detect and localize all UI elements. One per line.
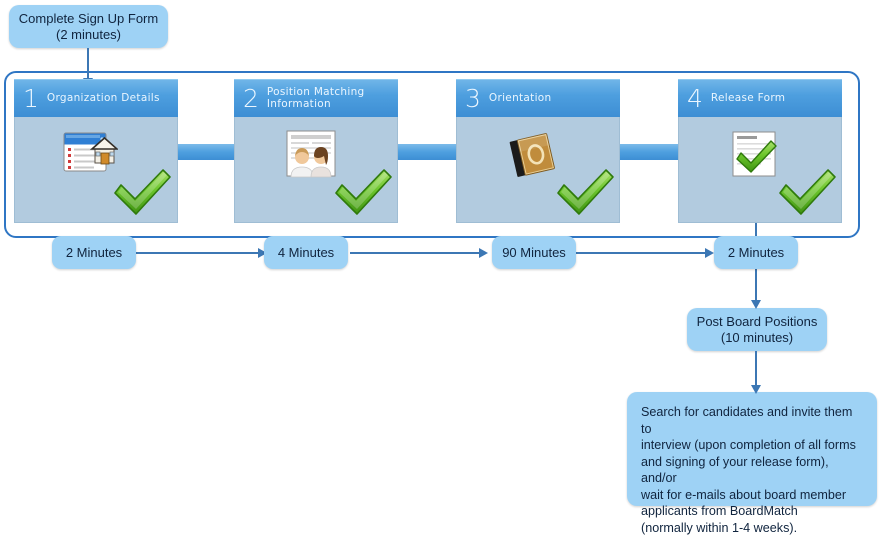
result-line5: applicants from BoardMatch xyxy=(641,503,863,520)
stage-1-check-icon xyxy=(109,165,175,226)
sign-up-box-line2: (2 minutes) xyxy=(56,27,121,43)
organization-house-form-icon xyxy=(62,129,118,184)
stage-2-number: 2 xyxy=(243,86,259,111)
result-line4: wait for e-mails about board member xyxy=(641,487,863,504)
release-form-checked-document-icon xyxy=(729,131,781,184)
stage-card-3[interactable]: 3 Orientation xyxy=(456,79,620,223)
stage-3-title: Orientation xyxy=(489,93,552,105)
connector-post-box-to-result xyxy=(755,351,757,389)
stage-card-2[interactable]: 2 Position Matching Information xyxy=(234,79,398,223)
complete-sign-up-form-box: Complete Sign Up Form (2 minutes) xyxy=(9,5,168,48)
connector-pill-1-2 xyxy=(133,252,265,254)
stage-2-title: Position Matching Information xyxy=(267,87,365,110)
connector-pill-3-4 xyxy=(576,252,712,254)
orientation-book-icon xyxy=(505,131,561,184)
result-line3: and signing of your release form), and/o… xyxy=(641,454,863,487)
stage-1-header: 1 Organization Details xyxy=(14,79,178,117)
arrowhead-pill-3-4 xyxy=(705,248,714,258)
duration-pill-1: 2 Minutes xyxy=(52,236,136,269)
connector-pill-2-3 xyxy=(350,252,486,254)
stage-2-check-icon xyxy=(330,165,396,226)
result-line1: Search for candidates and invite them to xyxy=(641,404,863,437)
result-line6: (normally within 1-4 weeks). xyxy=(641,520,863,536)
stage-connector-bar-2-3 xyxy=(390,144,462,160)
people-document-icon xyxy=(284,130,338,183)
stage-3-number: 3 xyxy=(465,86,481,111)
stage-4-number: 4 xyxy=(687,86,703,111)
stage-1-title: Organization Details xyxy=(47,93,160,105)
duration-pill-4: 2 Minutes xyxy=(714,236,798,269)
duration-pill-2: 4 Minutes xyxy=(264,236,348,269)
stage-1-number: 1 xyxy=(23,86,39,111)
post-box-line2: (10 minutes) xyxy=(721,330,793,346)
connector-signup-to-stage1 xyxy=(87,48,89,80)
stage-1-body xyxy=(14,117,178,223)
stage-card-1[interactable]: 1 Organization Details xyxy=(14,79,178,223)
arrowhead-pill-2-3 xyxy=(479,248,488,258)
arrowhead-post-box-to-result xyxy=(751,385,761,394)
stage-3-header: 3 Orientation xyxy=(456,79,620,117)
stage-card-4[interactable]: 4 Release Form xyxy=(678,79,842,223)
duration-pill-3: 90 Minutes xyxy=(492,236,576,269)
connector-pill4-to-post-box xyxy=(755,269,757,303)
stage-3-check-icon xyxy=(552,165,618,226)
stage-3-body xyxy=(456,117,620,223)
stage-connector-bar-3-4 xyxy=(612,144,684,160)
stage-2-body xyxy=(234,117,398,223)
stage-4-header: 4 Release Form xyxy=(678,79,842,117)
result-line2: interview (upon completion of all forms xyxy=(641,437,863,454)
stage-4-title: Release Form xyxy=(711,93,785,105)
post-board-positions-box: Post Board Positions (10 minutes) xyxy=(687,308,827,351)
sign-up-box-line1: Complete Sign Up Form xyxy=(19,11,158,27)
search-candidates-box: Search for candidates and invite them to… xyxy=(627,392,877,506)
stage-4-body xyxy=(678,117,842,223)
stage-connector-bar-1-2 xyxy=(170,144,240,160)
arrowhead-pill4-to-post-box xyxy=(751,300,761,309)
stage-4-check-icon xyxy=(774,165,840,226)
stage-2-header: 2 Position Matching Information xyxy=(234,79,398,117)
post-box-line1: Post Board Positions xyxy=(697,314,818,330)
